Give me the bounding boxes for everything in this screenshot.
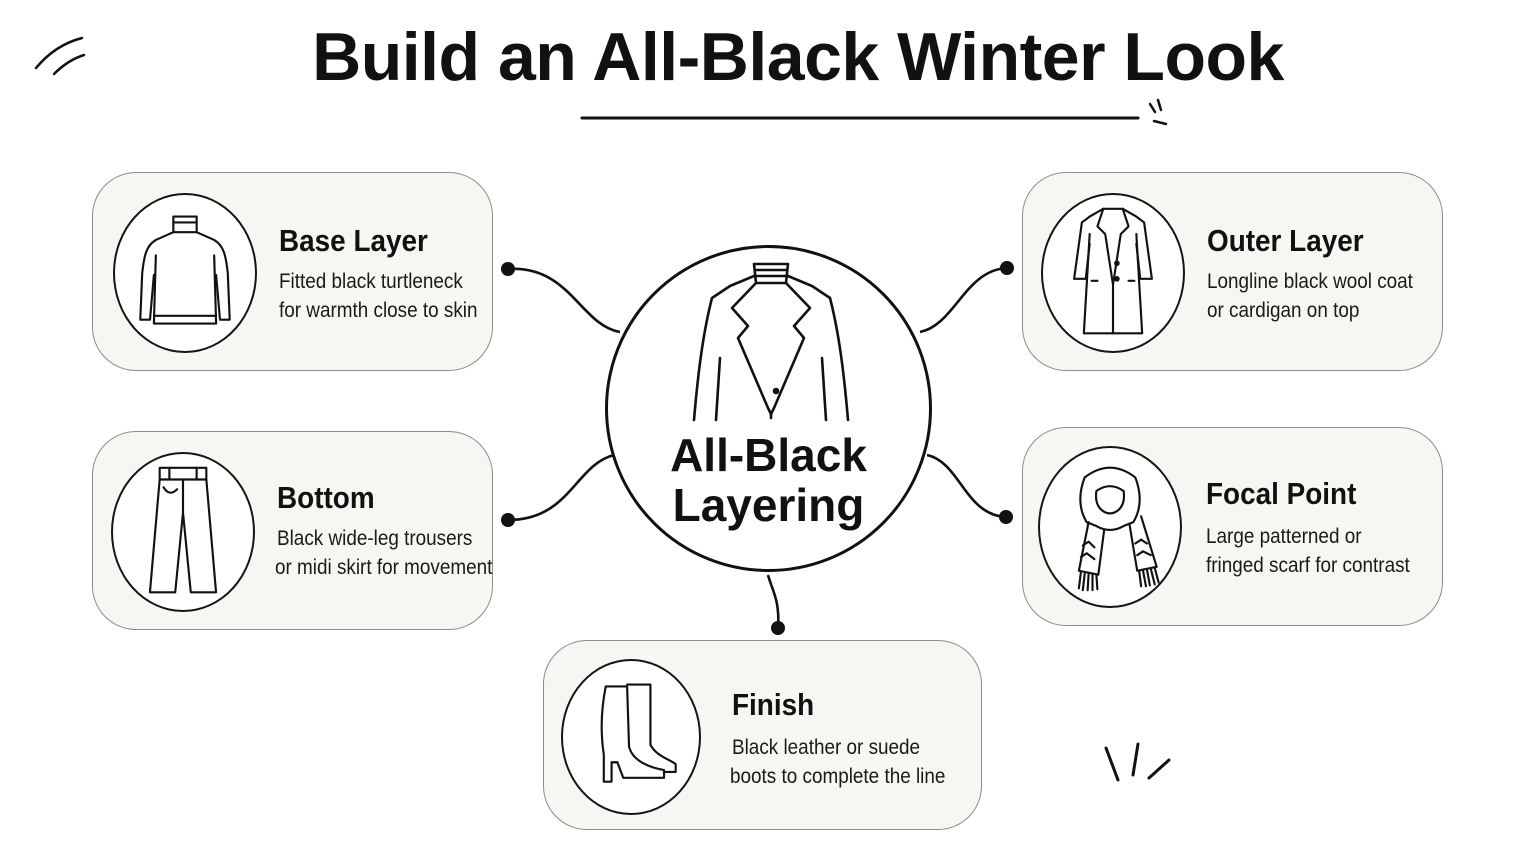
boots-icon: [600, 683, 677, 783]
card-base-layer: Base Layer Fitted black turtleneck for w…: [92, 172, 493, 371]
card-title: Base Layer: [279, 223, 428, 258]
card-desc-line-1: Black leather or suede: [732, 736, 921, 759]
card-title: Bottom: [277, 480, 375, 515]
connector-dot: [1000, 261, 1014, 275]
swoosh-accent-icon: [34, 36, 86, 76]
hub-label: All-Black Layering: [608, 430, 929, 530]
hub-circle: All-Black Layering: [605, 245, 932, 572]
scarf-icon: [1077, 466, 1160, 592]
connector-dot: [501, 262, 515, 276]
connector-bottom: [507, 453, 615, 522]
card-desc-line-1: Large patterned or: [1206, 525, 1362, 548]
connector-base-layer: [507, 267, 621, 334]
card-desc-line-2: fringed scarf for contrast: [1206, 554, 1410, 577]
connector-dot: [999, 510, 1013, 524]
card-title: Focal Point: [1206, 476, 1357, 511]
card-outer-layer: Outer Layer Longline black wool coat or …: [1022, 172, 1443, 371]
connector-dot: [771, 621, 785, 635]
card-finish: Finish Black leather or suede boots to c…: [543, 640, 982, 830]
icon-circle: [1041, 193, 1185, 353]
turtleneck-icon: [139, 215, 231, 325]
hub-label-line-1: All-Black: [670, 429, 867, 481]
page-title: Build an All-Black Winter Look: [312, 19, 1284, 95]
card-title: Outer Layer: [1207, 223, 1364, 258]
sparkle-accent-icon: [1148, 98, 1168, 126]
card-desc-line-2: boots to complete the line: [730, 765, 946, 788]
icon-circle: [111, 452, 255, 612]
blazer-icon: [692, 262, 850, 422]
connector-finish: [766, 574, 780, 629]
card-desc-line-1: Longline black wool coat: [1207, 270, 1413, 293]
icon-circle: [561, 659, 701, 815]
card-focal-point: Focal Point Large patterned or fringed s…: [1022, 427, 1443, 626]
connector-focal-point: [926, 453, 1007, 519]
icon-circle: [113, 193, 257, 353]
card-desc-line-1: Black wide-leg trousers: [277, 527, 473, 550]
connector-dot: [501, 513, 515, 527]
trousers-icon: [148, 466, 218, 594]
hub-label-line-2: Layering: [672, 479, 865, 531]
card-title: Finish: [732, 687, 815, 722]
card-bottom: Bottom Black wide-leg trousers or midi s…: [92, 431, 493, 630]
connector-outer-layer: [919, 266, 1008, 334]
card-desc-line-1: Fitted black turtleneck: [279, 270, 463, 293]
burst-accent-icon: [1104, 742, 1171, 782]
card-desc-line-2: or cardigan on top: [1207, 299, 1360, 322]
card-desc-line-2: for warmth close to skin: [279, 299, 478, 322]
coat-icon: [1073, 207, 1153, 335]
icon-circle: [1038, 446, 1182, 608]
card-desc-line-2: or midi skirt for movement: [275, 556, 493, 579]
